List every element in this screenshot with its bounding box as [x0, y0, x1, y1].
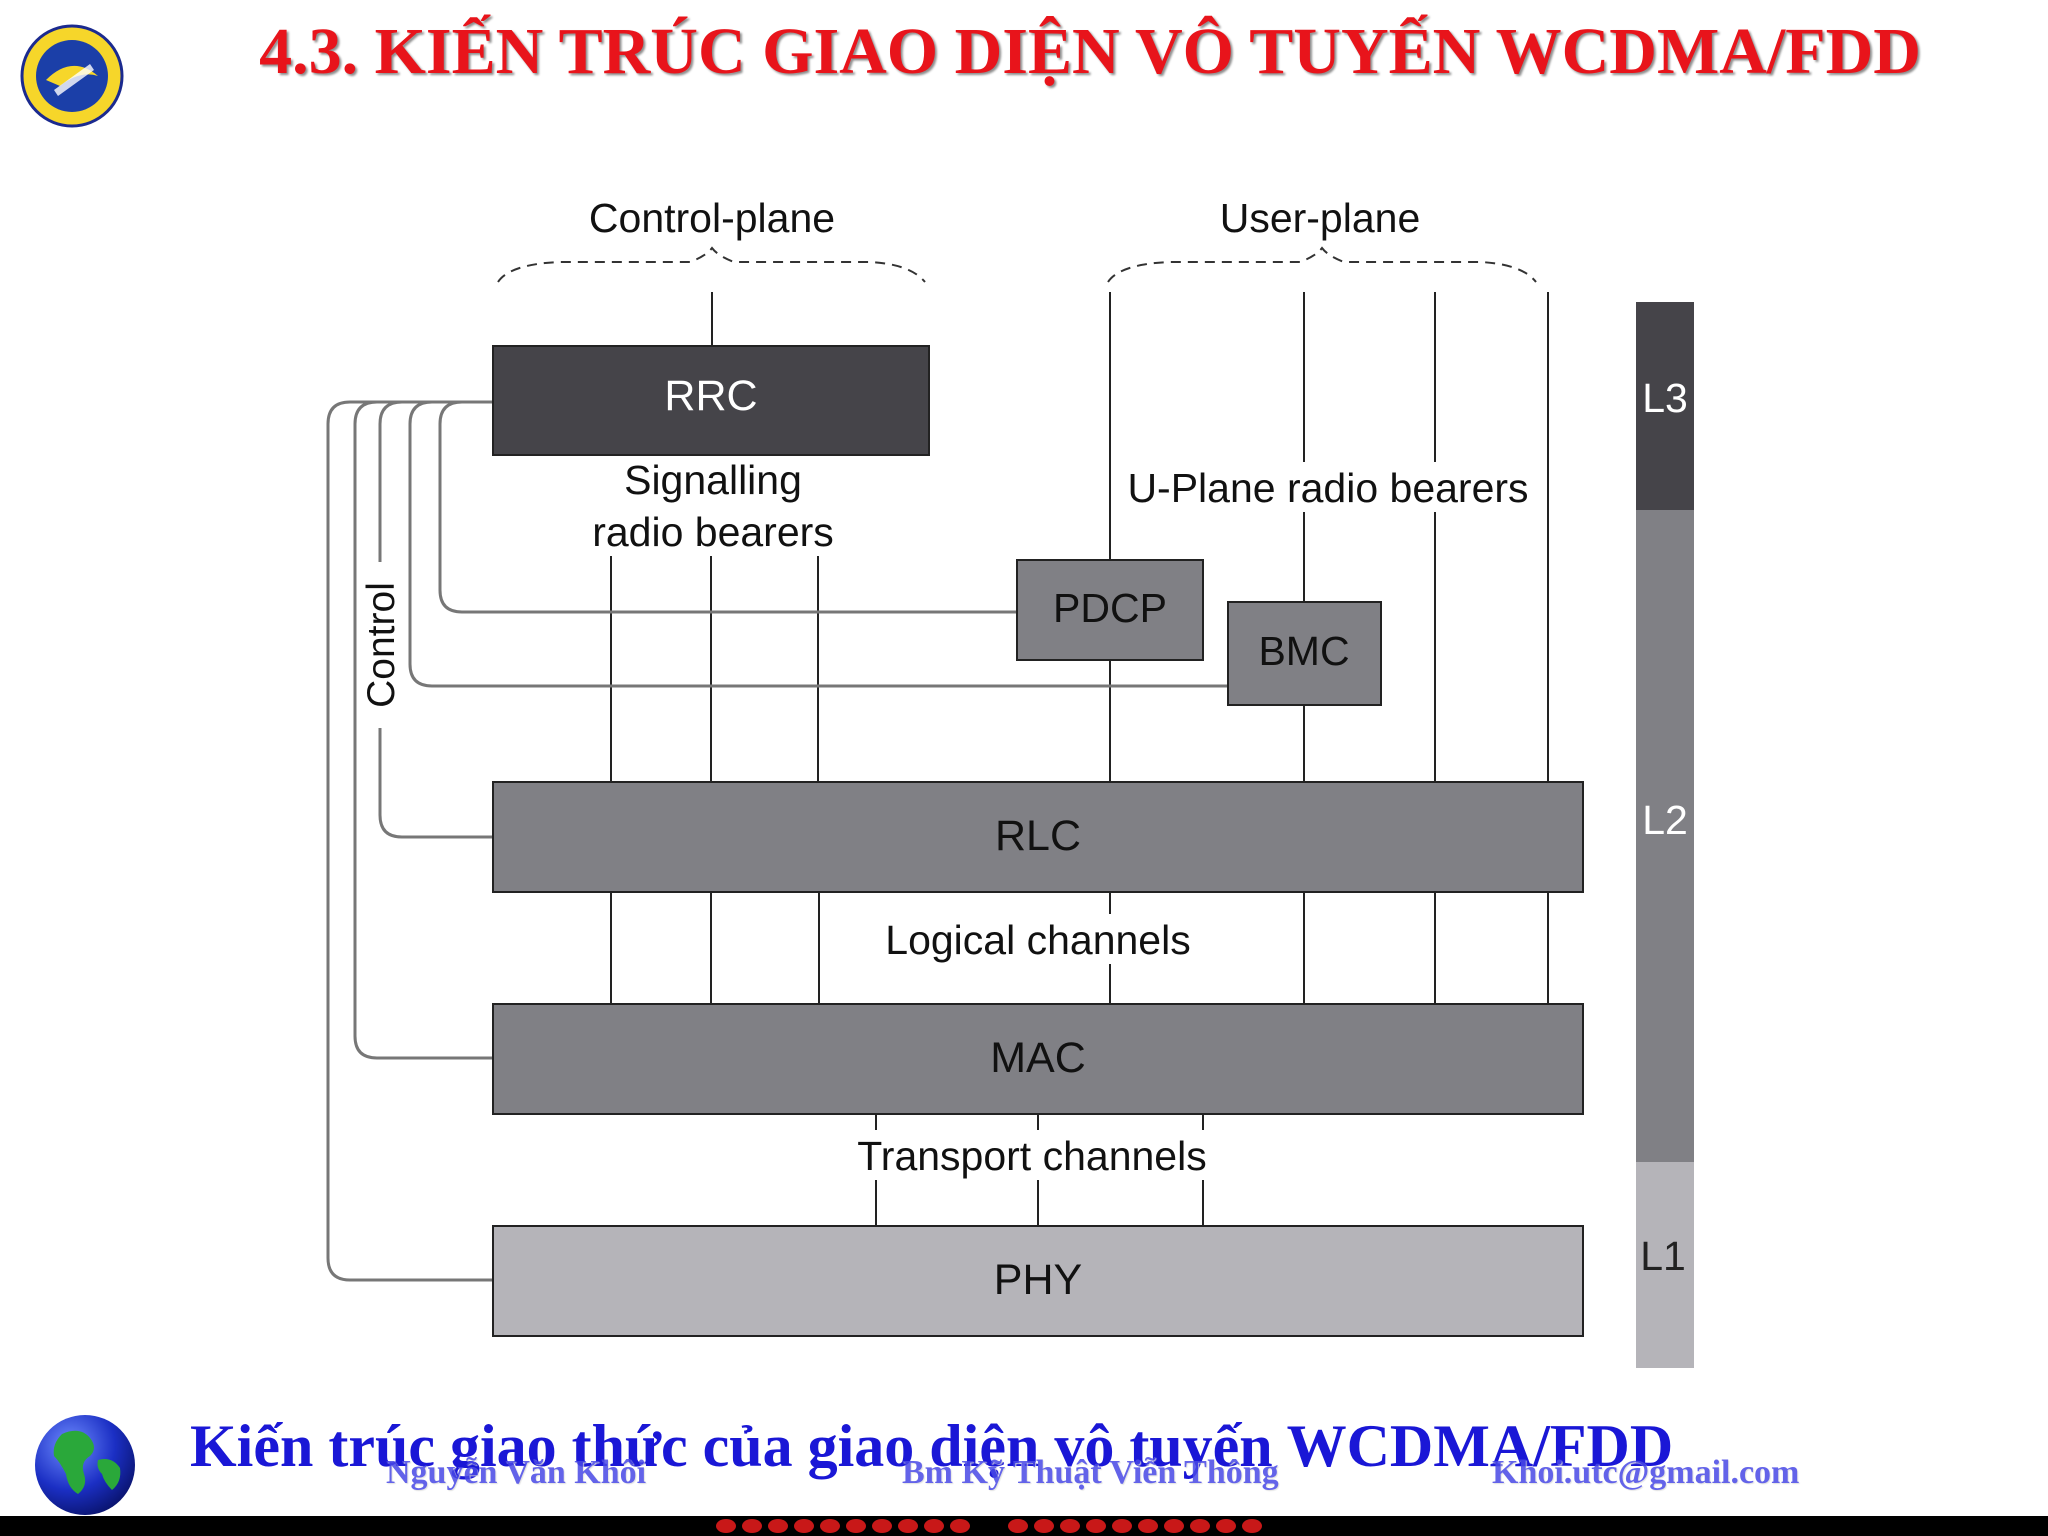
layer-l1-label: L1	[1640, 1233, 1686, 1279]
uplane-bearers-label: U-Plane radio bearers	[1127, 465, 1528, 511]
rlc-block	[492, 781, 1584, 893]
globe-icon	[35, 1415, 135, 1515]
rrc-label: RRC	[664, 372, 757, 420]
mac-block	[492, 1003, 1584, 1115]
bmc-block	[1227, 601, 1382, 706]
layer-l3-label: L3	[1642, 375, 1688, 421]
phy-block	[492, 1225, 1584, 1337]
user-plane-label: User-plane	[1220, 195, 1421, 241]
footer-author: Nguyễn Văn Khôi	[386, 1454, 647, 1491]
control-plane-brace	[497, 246, 926, 283]
footer-course: Bm Kỹ Thuật Viễn Thông	[902, 1454, 1279, 1491]
layer-l3-bar	[1636, 302, 1694, 510]
control-label: Control	[360, 582, 403, 708]
university-logo	[20, 24, 124, 128]
logical-channels-label: Logical channels	[885, 917, 1190, 963]
rrc-block	[492, 345, 930, 456]
protocol-architecture-diagram: Control-plane User-plane Control RRC	[326, 195, 1694, 1368]
signalling-label-line1: Signalling	[624, 457, 802, 503]
pdcp-block	[1016, 559, 1204, 661]
bmc-label: BMC	[1258, 628, 1349, 674]
layer-l2-label: L2	[1642, 797, 1688, 843]
footer-email: Khoi.utc@gmail.com	[1492, 1454, 1800, 1491]
mac-label: MAC	[990, 1034, 1086, 1082]
signalling-label-line2: radio bearers	[592, 509, 834, 555]
layer-l2-bar	[1636, 510, 1694, 1162]
slide-title: 4.3. KIẾN TRÚC GIAO DIỆN VÔ TUYẾN WCDMA/…	[259, 15, 1921, 88]
user-plane-brace	[1107, 246, 1537, 283]
control-plane-label: Control-plane	[589, 195, 835, 241]
pdcp-label: PDCP	[1053, 585, 1167, 631]
rlc-label: RLC	[995, 812, 1081, 860]
slide-caption: Kiến trúc giao thức của giao diện vô tuy…	[190, 1413, 1674, 1479]
decorative-dots	[716, 1517, 1262, 1535]
transport-channels-label: Transport channels	[857, 1133, 1206, 1179]
phy-label: PHY	[994, 1256, 1082, 1304]
layer-l1-bar	[1636, 1162, 1694, 1368]
